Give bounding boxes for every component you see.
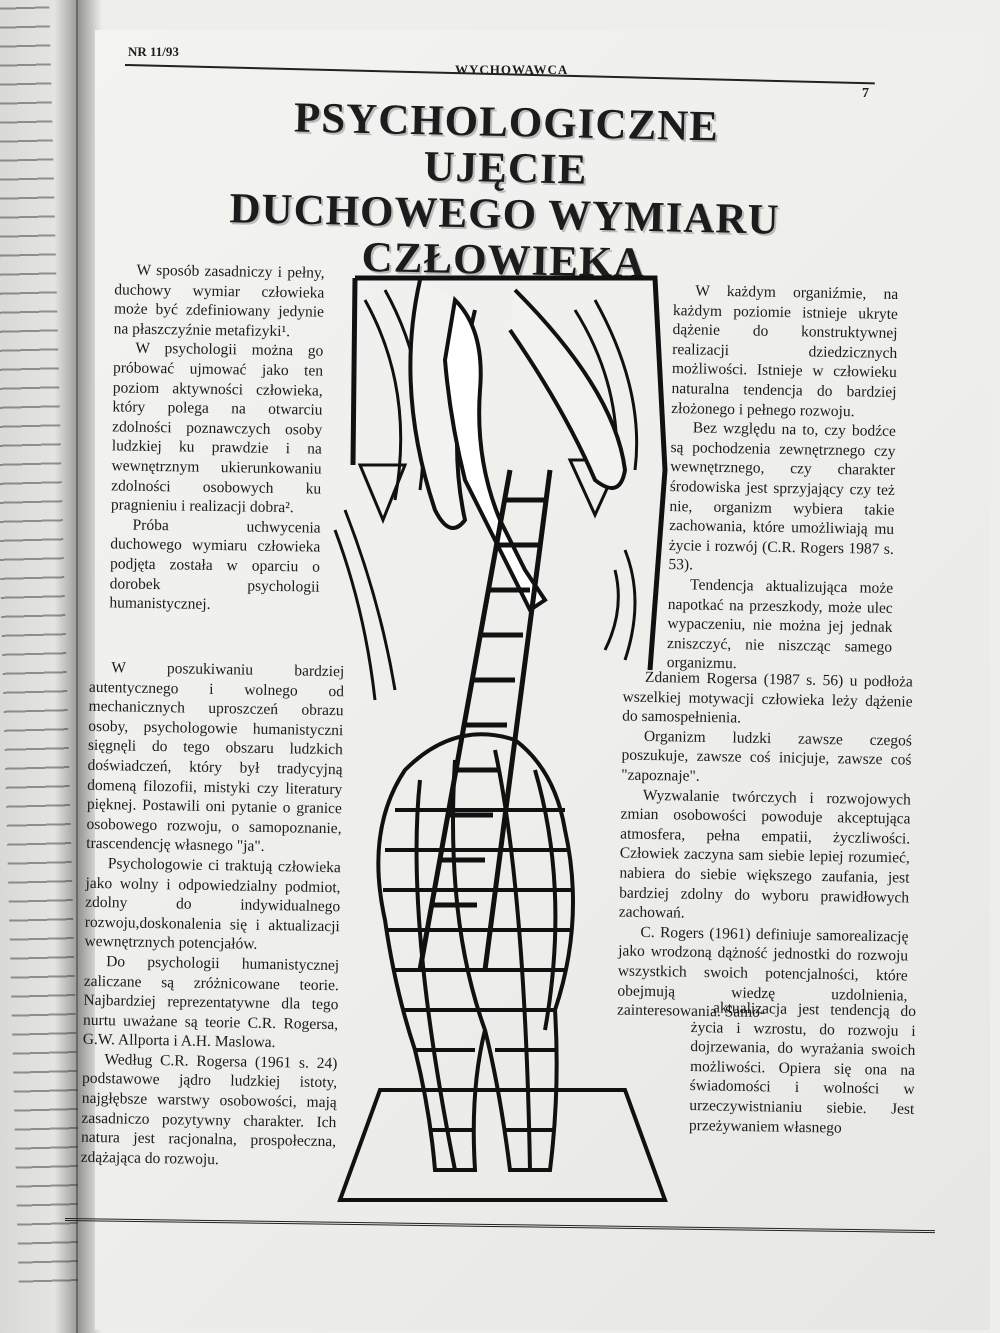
- paragraph: Psychologowie ci traktują człowieka jako…: [84, 855, 341, 954]
- ladder-figure-illustration: [333, 275, 668, 1202]
- magazine-page: [95, 30, 990, 1330]
- base-plate: [337, 1088, 668, 1202]
- paragraph: Tendencja aktualizująca może napotkać na…: [666, 576, 894, 673]
- paragraph: W każdym organiźmie, na każdym poziomie …: [671, 282, 899, 420]
- magazine-name: WYCHOWAWCA: [455, 62, 569, 77]
- hand-right: [508, 288, 628, 490]
- article-title: PSYCHOLOGICZNE UJĘCIE DUCHOWEGO WYMIARU …: [213, 94, 797, 290]
- right-column-lower: aktualizacja jest tendencją do życia i w…: [689, 998, 916, 1139]
- triangle-mark: [357, 463, 408, 524]
- paragraph: W psychologii można go próbować ujmować …: [110, 340, 324, 517]
- climbing-figure: [442, 295, 548, 613]
- illustration-frame-left: [350, 277, 358, 466]
- paragraph: aktualizacja jest tendencją do życia i w…: [688, 999, 917, 1137]
- previous-page-edge: [0, 0, 78, 1333]
- left-column-lower: W poszukiwaniu bardziej autentycznego i …: [81, 658, 345, 1172]
- page-number: 7: [862, 86, 869, 101]
- paragraph: Według C.R. Rogersa (1961 s. 24) podstaw…: [80, 1051, 338, 1168]
- paragraph: W poszukiwaniu bardziej autentycznego i …: [86, 659, 345, 856]
- illustration-frame: [355, 275, 668, 671]
- right-column-upper: W każdym organiźmie, na każdym poziomie …: [667, 281, 899, 677]
- paragraph: W sposób zasadniczy i pełny, duchowy wym…: [113, 261, 325, 340]
- left-column-upper: W sposób zasadniczy i pełny, duchowy wym…: [109, 260, 325, 616]
- paragraph: Próba uchwycenia duchowego wymiaru człow…: [109, 516, 321, 614]
- ladder: [417, 469, 553, 971]
- title-line: PSYCHOLOGICZNE UJĘCIE: [293, 94, 720, 194]
- woven-figure: [376, 732, 575, 1172]
- paragraph: Bez względu na to, czy bodźce są pochodz…: [668, 419, 896, 574]
- issue-number: NR 11/93: [128, 44, 179, 59]
- paragraph: Do psychologii humanistycznej zaliczane …: [82, 953, 340, 1052]
